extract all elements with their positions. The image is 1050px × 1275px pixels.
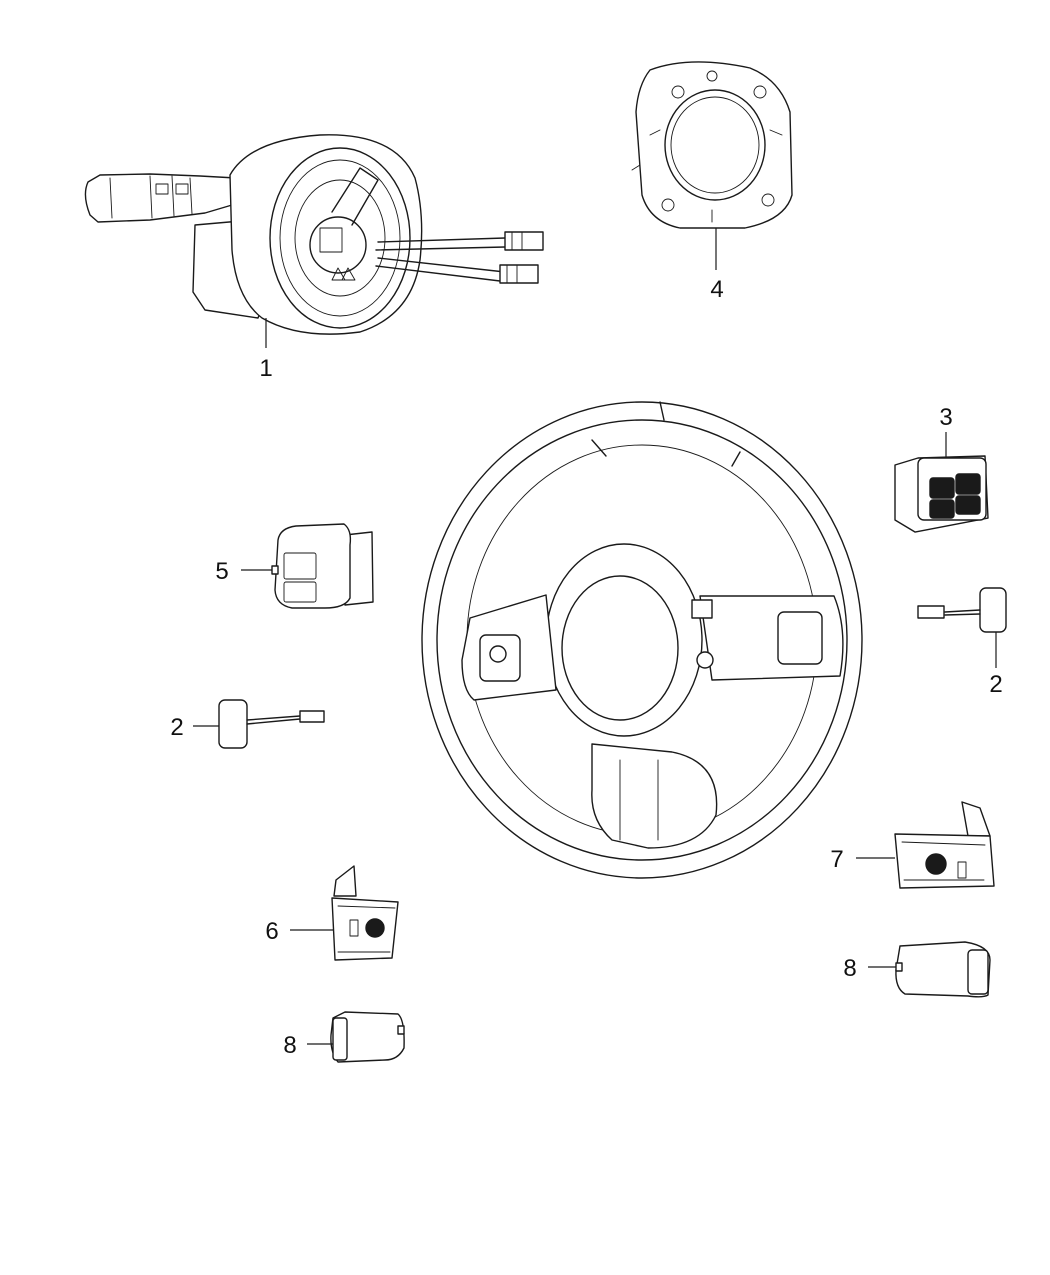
left-steering-wheel-switch [271,523,374,609]
switch-jumper-right [917,587,1007,633]
right-paddle-shifter [894,801,995,889]
right-switch-cover [895,941,991,998]
callout-2-left: 2 [170,714,183,741]
left-paddle-shifter [331,865,399,961]
callout-2-right: 2 [989,671,1002,698]
callout-4: 4 [710,276,723,303]
callout-3: 3 [939,404,952,431]
steering-wheel [421,401,863,879]
switch-jumper-left [218,699,325,749]
mounting-bracket [631,61,793,229]
right-steering-wheel-switch [894,455,989,533]
callout-1: 1 [259,355,272,382]
callout-7: 7 [830,846,843,873]
callout-6: 6 [265,918,278,945]
callout-5: 5 [215,558,228,585]
callout-8-right: 8 [843,955,856,982]
clockspring-assembly [84,134,544,335]
left-switch-cover [330,1011,405,1063]
callout-8-left: 8 [283,1032,296,1059]
